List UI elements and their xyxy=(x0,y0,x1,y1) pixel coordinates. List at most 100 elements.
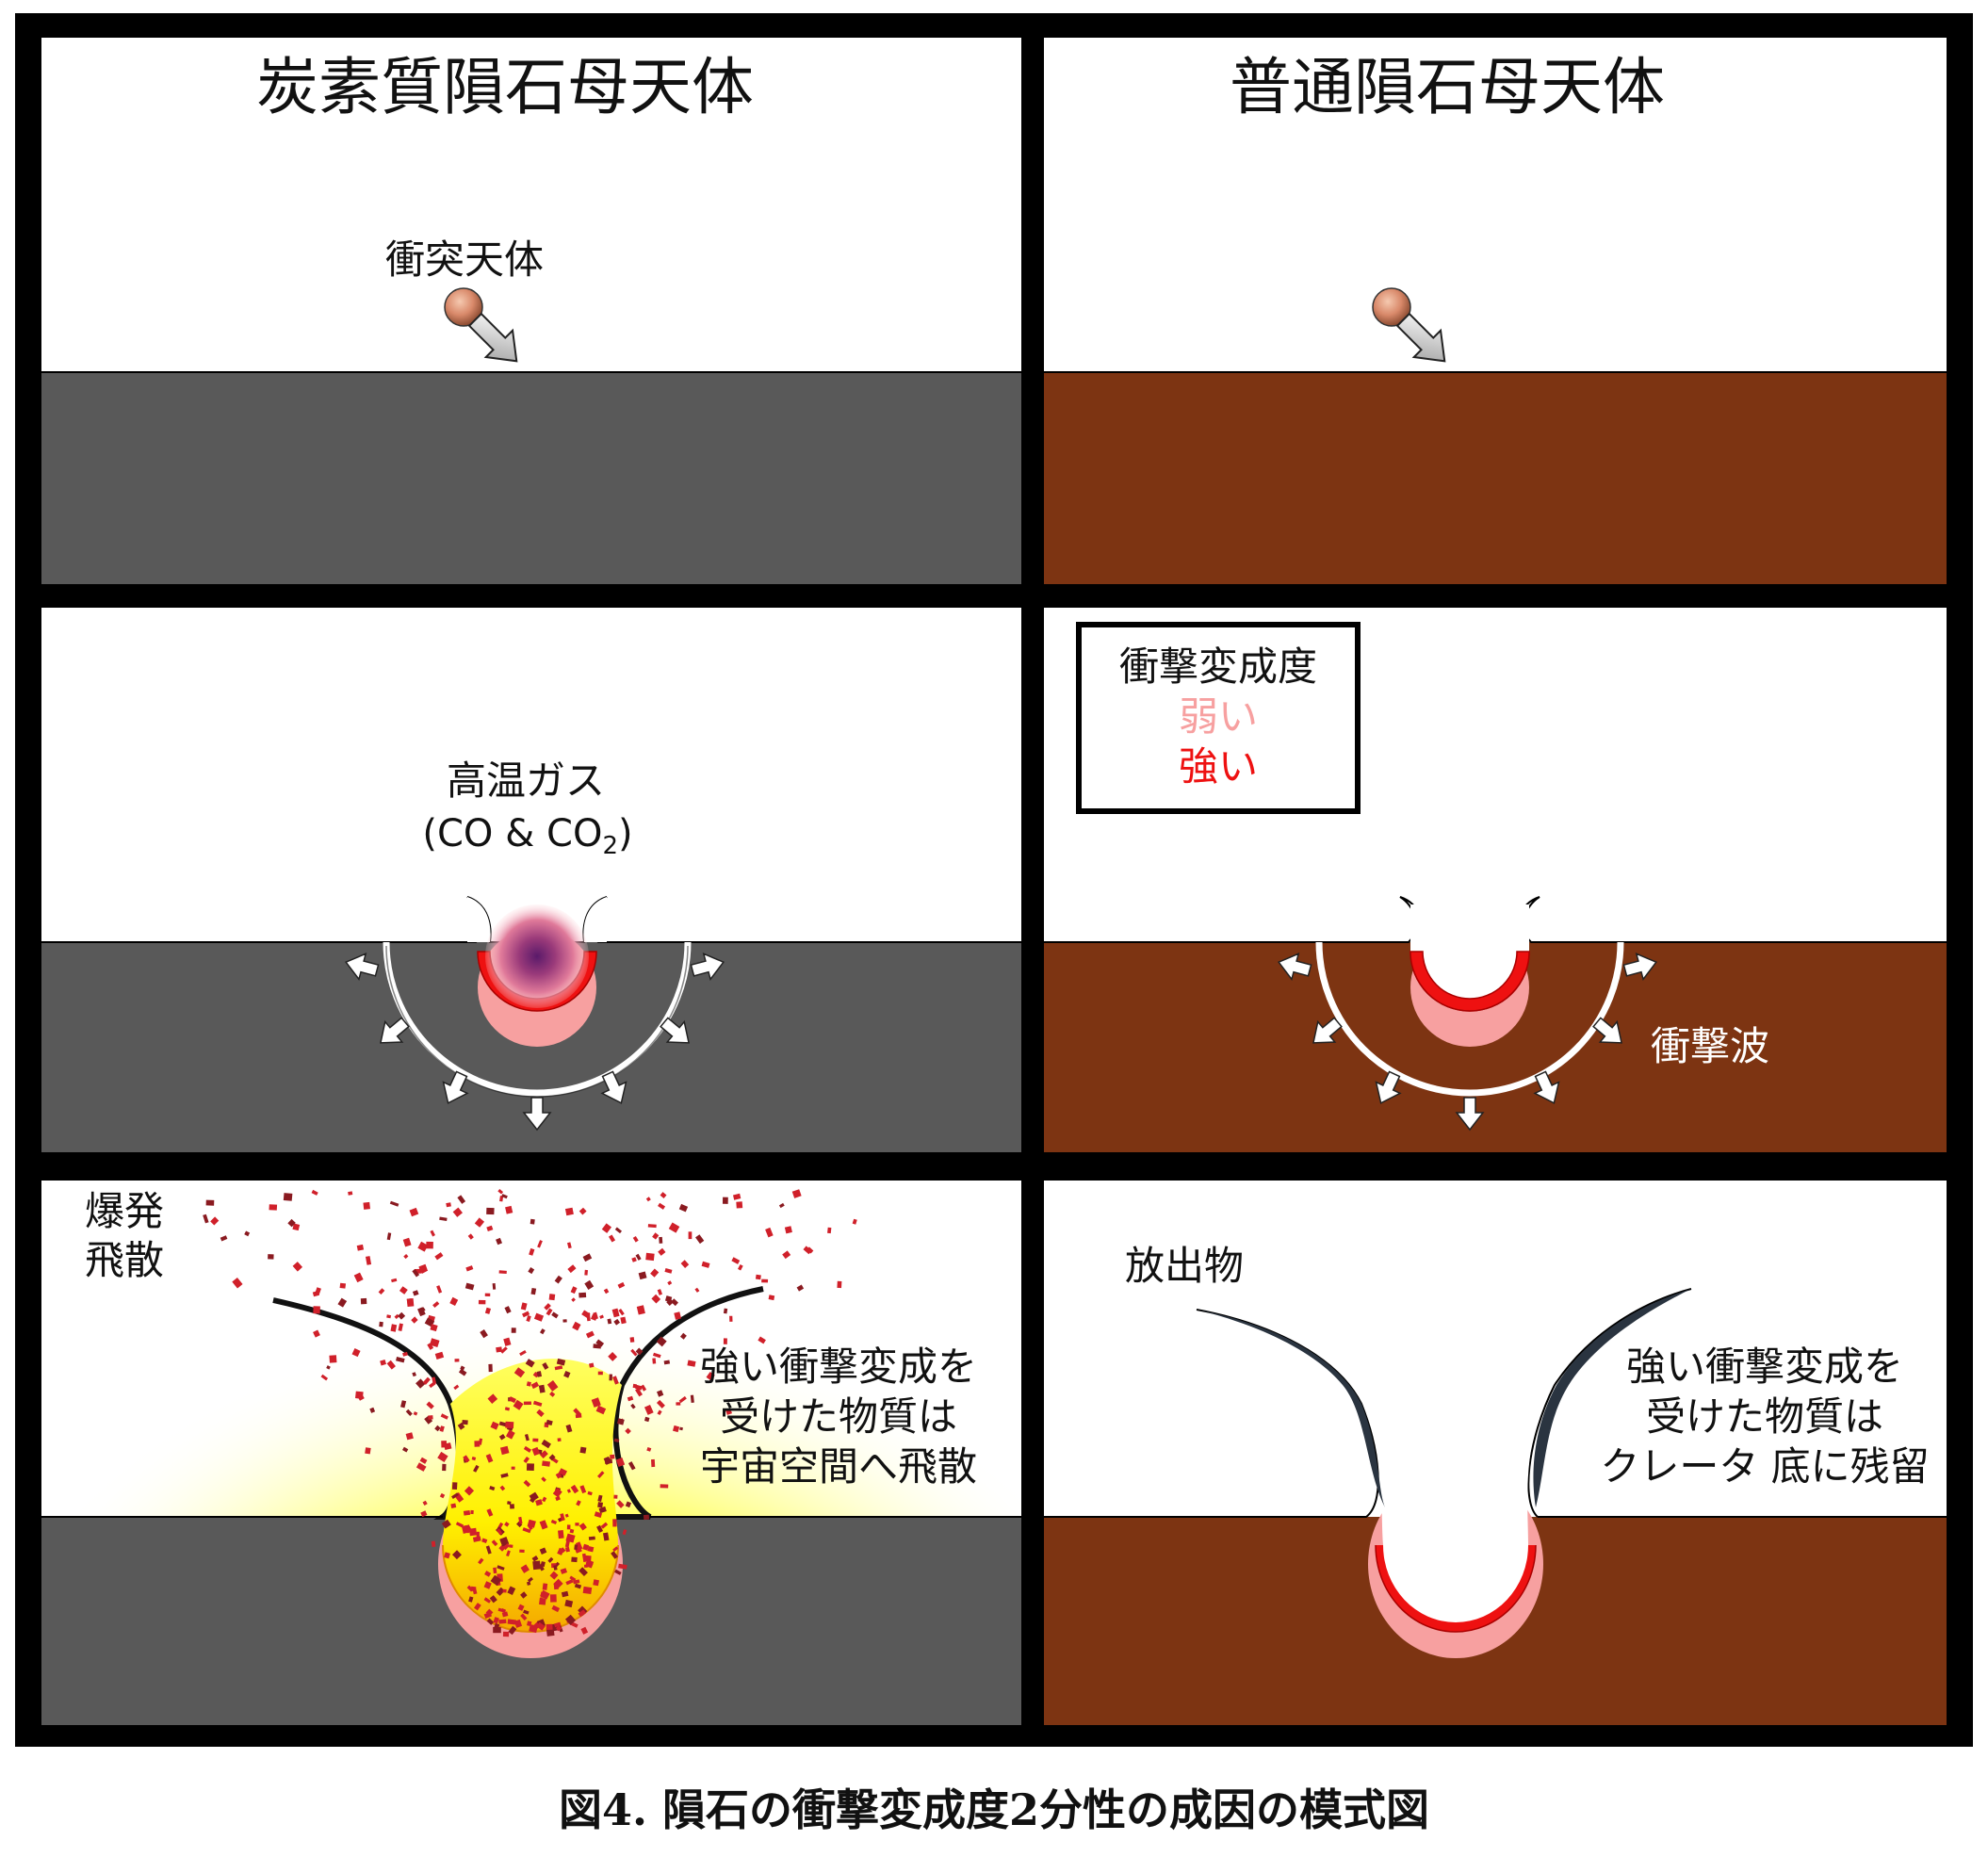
debris-particle xyxy=(660,1484,669,1489)
debris-particle xyxy=(784,1226,792,1234)
debris-particle xyxy=(664,1267,673,1274)
debris-particle xyxy=(508,1625,517,1636)
debris-particle xyxy=(311,1189,318,1196)
debris-particle xyxy=(782,1250,791,1260)
debris-particle xyxy=(532,1400,543,1407)
debris-particle xyxy=(507,1586,516,1596)
debris-particle xyxy=(548,1294,556,1301)
debris-particle xyxy=(600,1522,609,1529)
debris-particle xyxy=(292,1223,301,1231)
legend-box xyxy=(1076,622,1361,814)
debris-particle xyxy=(530,1218,535,1225)
panel-right-row1 xyxy=(1044,38,1947,584)
debris-particle xyxy=(232,1278,243,1289)
debris-particle xyxy=(582,1586,593,1595)
debris-particle xyxy=(422,1376,431,1385)
debris-particle xyxy=(473,1464,480,1473)
debris-particle xyxy=(725,1408,732,1415)
debris-particle xyxy=(570,1484,579,1494)
left-result-1: 強い衝撃変成を xyxy=(700,1344,977,1390)
debris-particle xyxy=(687,1360,696,1367)
debris-particle xyxy=(493,1617,499,1624)
debris-particle xyxy=(530,1381,540,1390)
debris-particle xyxy=(513,1367,526,1378)
debris-particle xyxy=(620,1316,627,1325)
debris-particle xyxy=(632,1236,639,1243)
debris-particle xyxy=(575,1413,582,1419)
debris-particle xyxy=(412,1290,419,1296)
debris-particle xyxy=(578,1207,587,1215)
debris-particle xyxy=(268,1254,274,1260)
debris-particle xyxy=(618,1563,627,1570)
debris-particle xyxy=(635,1347,644,1356)
debris-particle xyxy=(523,1401,531,1406)
debris-particle xyxy=(575,1541,583,1551)
debris-particle xyxy=(651,1294,661,1304)
debris-particle xyxy=(574,1544,578,1551)
debris-particle xyxy=(498,1433,506,1441)
debris-particle xyxy=(580,1626,589,1635)
debris-particle xyxy=(553,1578,563,1589)
debris-particle xyxy=(520,1591,528,1599)
debris-particle xyxy=(646,1447,652,1452)
debris-particle xyxy=(651,1458,656,1468)
debris-particle xyxy=(593,1579,599,1587)
debris-particle xyxy=(430,1230,435,1237)
panel-left-row3 xyxy=(41,1181,1021,1725)
debris-particle xyxy=(492,1283,497,1290)
debris-particle xyxy=(532,1560,541,1571)
debris-particle xyxy=(496,1237,503,1246)
debris-particle xyxy=(472,1588,478,1595)
debris-particle xyxy=(539,1597,546,1605)
debris-particle xyxy=(540,1561,546,1568)
debris-particle xyxy=(432,1301,440,1308)
debris-particle xyxy=(463,1455,470,1463)
debris-particle xyxy=(486,1508,494,1517)
debris-particle xyxy=(643,1514,650,1521)
debris-particle xyxy=(365,1447,371,1455)
debris-particle xyxy=(536,1371,543,1377)
debris-particle xyxy=(451,1492,459,1499)
debris-particle xyxy=(485,1545,492,1555)
debris-particle xyxy=(569,1575,577,1582)
debris-particle xyxy=(571,1297,576,1302)
debris-particle xyxy=(517,1604,525,1611)
debris-particle xyxy=(440,1413,448,1420)
debris-particle xyxy=(509,1544,513,1548)
debris-particle xyxy=(400,1400,407,1409)
debris-particle xyxy=(668,1222,680,1233)
debris-particle xyxy=(501,1194,508,1199)
panel-right-row2 xyxy=(1044,608,1947,1152)
debris-particle xyxy=(538,1384,546,1393)
debris-particle xyxy=(504,1306,512,1314)
debris-particle xyxy=(598,1506,607,1514)
debris-particle xyxy=(522,1311,530,1318)
panel-right-row3 xyxy=(1044,1181,1947,1725)
debris-particle xyxy=(852,1218,857,1225)
debris-particle xyxy=(353,1272,364,1283)
debris-particle xyxy=(394,1313,399,1320)
debris-particle xyxy=(597,1471,605,1478)
debris-particle xyxy=(690,1394,694,1403)
debris-particle xyxy=(488,1363,493,1373)
debris-particle xyxy=(411,1316,418,1324)
debris-particle xyxy=(485,1454,494,1463)
debris-particle xyxy=(497,1565,505,1571)
debris-particle xyxy=(471,1457,477,1461)
debris-particle xyxy=(570,1286,578,1295)
debris-particle xyxy=(837,1280,842,1289)
debris-particle xyxy=(430,1324,438,1332)
debris-particle xyxy=(656,1399,665,1409)
debris-particle xyxy=(386,1360,396,1370)
debris-particle xyxy=(470,1509,474,1515)
debris-particle xyxy=(532,1438,539,1442)
shock-arrows-right xyxy=(1277,953,1658,1132)
debris-particle xyxy=(612,1376,619,1385)
debris-particle xyxy=(339,1282,347,1289)
debris-particle xyxy=(504,1522,510,1527)
debris-particle xyxy=(627,1461,636,1471)
debris-particle xyxy=(465,1265,474,1272)
debris-particle xyxy=(541,1476,546,1482)
debris-particle xyxy=(540,1450,548,1459)
